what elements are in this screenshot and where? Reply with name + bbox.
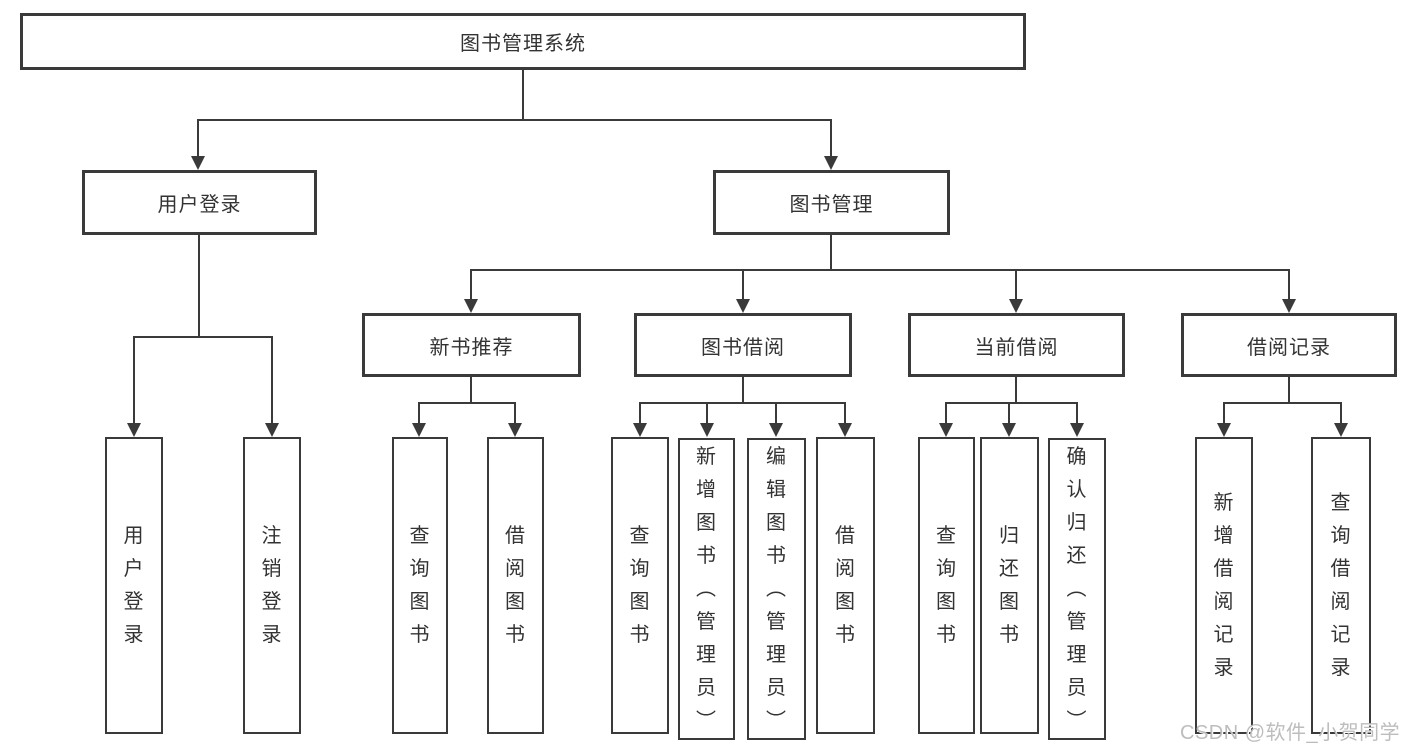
leaf-label: 新 增 借 阅 记 录 bbox=[1213, 491, 1235, 679]
connector-line bbox=[133, 336, 273, 338]
leaf-query-books-recommend: 查 询 图 书 bbox=[392, 437, 448, 734]
node-label: 图书借阅 bbox=[701, 336, 785, 359]
leaf-label: 注 销 登 录 bbox=[261, 524, 283, 646]
node-book-management-module: 图书管理 bbox=[713, 170, 950, 235]
leaf-confirm-return-admin: 确 认 归 还 ︵ 管 理 员 ︶ bbox=[1048, 438, 1106, 740]
connector-line bbox=[522, 70, 524, 120]
leaf-label: 借 阅 图 书 bbox=[505, 524, 526, 646]
leaf-label: 借 阅 图 书 bbox=[835, 524, 856, 646]
connector-line bbox=[1015, 269, 1017, 301]
arrowhead-down-icon bbox=[1002, 423, 1016, 437]
connector-line bbox=[1008, 402, 1010, 425]
node-label: 图书管理 bbox=[789, 194, 874, 216]
leaf-label: 确 认 归 还 ︵ 管 理 员 ︶ bbox=[1066, 445, 1088, 732]
node-user-login-module: 用户登录 bbox=[82, 170, 317, 235]
node-label: 用户登录 bbox=[157, 194, 242, 216]
leaf-logout: 注 销 登 录 bbox=[243, 437, 301, 734]
leaf-query-books-current: 查 询 图 书 bbox=[918, 437, 975, 734]
connector-line bbox=[830, 235, 832, 271]
leaf-label: 查 询 图 书 bbox=[409, 524, 431, 646]
node-label: 图书管理系统 bbox=[460, 33, 586, 55]
leaf-add-borrow-record: 新 增 借 阅 记 录 bbox=[1195, 437, 1253, 734]
connector-line bbox=[706, 402, 708, 425]
connector-line bbox=[514, 402, 516, 425]
connector-line bbox=[742, 269, 744, 301]
node-borrow-records: 借阅记录 bbox=[1181, 313, 1397, 377]
connector-line bbox=[418, 402, 420, 425]
connector-line bbox=[1288, 377, 1290, 404]
arrowhead-down-icon bbox=[464, 299, 478, 313]
arrowhead-down-icon bbox=[939, 423, 953, 437]
connector-line bbox=[945, 402, 1078, 404]
connector-line bbox=[271, 336, 273, 425]
leaf-label: 新 增 图 书 ︵ 管 理 员 ︶ bbox=[696, 445, 717, 732]
arrowhead-down-icon bbox=[824, 156, 838, 170]
connector-line bbox=[742, 377, 744, 404]
connector-line bbox=[470, 269, 472, 301]
connector-line bbox=[197, 119, 199, 158]
leaf-add-books-admin: 新 增 图 书 ︵ 管 理 员 ︶ bbox=[678, 438, 735, 740]
connector-line bbox=[1223, 402, 1341, 404]
node-new-book-recommend: 新书推荐 bbox=[362, 313, 581, 377]
leaf-label: 查 询 借 阅 记 录 bbox=[1330, 491, 1352, 679]
connector-line bbox=[198, 235, 200, 338]
connector-line bbox=[197, 119, 832, 121]
connector-line bbox=[470, 269, 1290, 271]
arrowhead-down-icon bbox=[1334, 423, 1348, 437]
node-label: 新书推荐 bbox=[429, 336, 514, 359]
connector-line bbox=[1015, 377, 1017, 404]
arrowhead-down-icon bbox=[265, 423, 279, 437]
leaf-label: 查 询 图 书 bbox=[936, 524, 957, 646]
leaf-label: 归 还 图 书 bbox=[999, 524, 1020, 646]
csdn-watermark: CSDN @软件_小贺同学 bbox=[1180, 722, 1401, 744]
connector-line bbox=[1076, 402, 1078, 425]
leaf-return-books: 归 还 图 书 bbox=[980, 437, 1039, 734]
node-current-borrow: 当前借阅 bbox=[908, 313, 1125, 377]
arrowhead-down-icon bbox=[769, 423, 783, 437]
arrowhead-down-icon bbox=[1282, 299, 1296, 313]
connector-line bbox=[470, 377, 472, 404]
connector-line bbox=[639, 402, 641, 425]
arrowhead-down-icon bbox=[1009, 299, 1023, 313]
connector-line bbox=[830, 119, 832, 158]
node-book-borrow: 图书借阅 bbox=[634, 313, 852, 377]
connector-line bbox=[775, 402, 777, 425]
leaf-query-books-borrow: 查 询 图 书 bbox=[611, 437, 669, 734]
leaf-label: 用 户 登 录 bbox=[123, 524, 145, 646]
connector-line bbox=[945, 402, 947, 425]
arrowhead-down-icon bbox=[412, 423, 426, 437]
arrowhead-down-icon bbox=[736, 299, 750, 313]
leaf-edit-books-admin: 编 辑 图 书 ︵ 管 理 员 ︶ bbox=[747, 438, 806, 740]
connector-line bbox=[133, 336, 135, 425]
connector-line bbox=[1223, 402, 1225, 425]
leaf-label: 编 辑 图 书 ︵ 管 理 员 ︶ bbox=[766, 445, 787, 732]
connector-line bbox=[1340, 402, 1342, 425]
node-label: 借阅记录 bbox=[1247, 336, 1331, 359]
arrowhead-down-icon bbox=[1217, 423, 1231, 437]
leaf-borrow-books: 借 阅 图 书 bbox=[816, 437, 875, 734]
leaf-label: 查 询 图 书 bbox=[629, 524, 651, 646]
connector-line bbox=[844, 402, 846, 425]
connector-line bbox=[639, 402, 846, 404]
arrowhead-down-icon bbox=[1070, 423, 1084, 437]
leaf-user-login: 用 户 登 录 bbox=[105, 437, 163, 734]
arrowhead-down-icon bbox=[127, 423, 141, 437]
arrowhead-down-icon bbox=[838, 423, 852, 437]
arrowhead-down-icon bbox=[633, 423, 647, 437]
arrowhead-down-icon bbox=[508, 423, 522, 437]
arrowhead-down-icon bbox=[700, 423, 714, 437]
arrowhead-down-icon bbox=[191, 156, 205, 170]
node-root-library-system: 图书管理系统 bbox=[20, 13, 1026, 70]
connector-line bbox=[1288, 269, 1290, 301]
leaf-query-borrow-record: 查 询 借 阅 记 录 bbox=[1311, 437, 1371, 734]
leaf-borrow-books-recommend: 借 阅 图 书 bbox=[487, 437, 544, 734]
node-label: 当前借阅 bbox=[974, 336, 1059, 359]
connector-line bbox=[418, 402, 516, 404]
